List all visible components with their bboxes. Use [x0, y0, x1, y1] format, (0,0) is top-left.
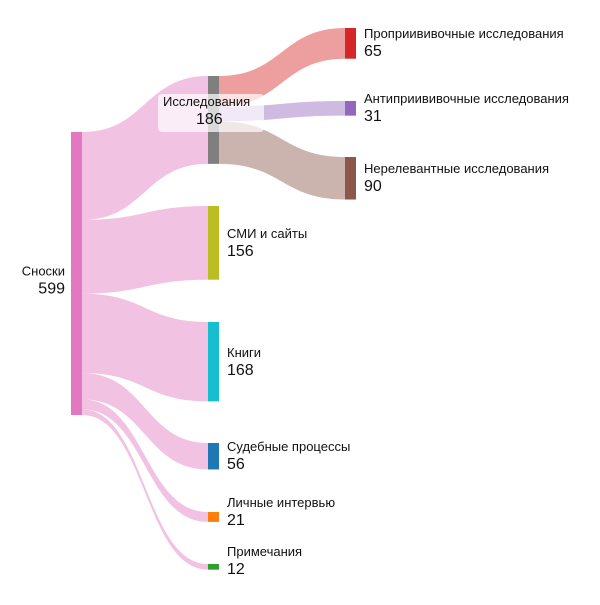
- node-value-notes: 12: [227, 561, 245, 578]
- node-label-interviews: Личные интервью: [227, 495, 335, 510]
- node-label-anti: Антиприививочные исследования: [364, 91, 569, 106]
- node-value-anti: 31: [364, 108, 382, 125]
- node-court: [208, 443, 219, 470]
- node-value-interviews: 21: [227, 512, 245, 529]
- node-value-research: 186: [196, 111, 223, 128]
- link-footnotes-books: [82, 293, 208, 402]
- label-bg-research: [158, 94, 264, 132]
- node-pro: [345, 28, 356, 59]
- link-research-pro: [219, 28, 345, 107]
- node-label-books: Книги: [227, 345, 261, 360]
- node-footnotes: [71, 132, 82, 415]
- node-label-footnotes: Сноски: [22, 264, 65, 279]
- node-value-pro: 65: [364, 43, 382, 60]
- node-label-irrelevant: Нерелевантные исследования: [364, 161, 549, 176]
- link-footnotes-media: [82, 206, 208, 294]
- node-label-research: Исследования: [163, 94, 250, 109]
- node-label-media: СМИ и сайты: [227, 226, 307, 241]
- node-interviews: [208, 512, 219, 522]
- node-value-irrelevant: 90: [364, 178, 382, 195]
- link-footnotes-notes: [82, 409, 208, 570]
- links-layer: [82, 28, 345, 570]
- node-media: [208, 206, 219, 280]
- node-irrelevant: [345, 157, 356, 200]
- node-label-notes: Примечания: [227, 544, 302, 559]
- link-research-irrelevant: [219, 121, 345, 200]
- node-notes: [208, 564, 219, 570]
- link-footnotes-court: [82, 372, 208, 470]
- node-label-court: Судебные процессы: [227, 439, 350, 454]
- node-value-books: 168: [227, 362, 254, 379]
- node-label-pro: Проприививочные исследования: [364, 26, 564, 41]
- node-value-footnotes: 599: [38, 281, 65, 298]
- node-anti: [345, 101, 356, 116]
- node-value-court: 56: [227, 456, 245, 473]
- link-footnotes-interviews: [82, 399, 208, 522]
- node-value-media: 156: [227, 243, 254, 260]
- node-books: [208, 322, 219, 402]
